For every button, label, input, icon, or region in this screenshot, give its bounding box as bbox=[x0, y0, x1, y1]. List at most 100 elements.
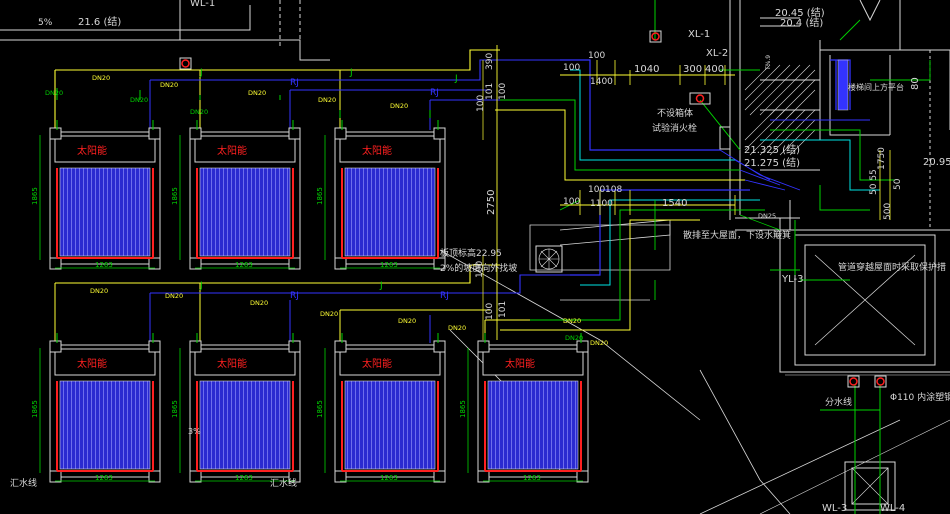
yl3-label: YL-3 bbox=[781, 274, 803, 285]
label-dn20: DN20 bbox=[390, 102, 408, 110]
dim-1750: 1750 bbox=[877, 147, 887, 170]
panel-title: 太阳能 bbox=[217, 144, 247, 157]
panel-bracket bbox=[433, 470, 446, 483]
panel-bracket bbox=[334, 257, 347, 270]
label-dn20: DN20 bbox=[250, 299, 268, 307]
label-dn20: DN20 bbox=[90, 287, 108, 295]
panel-frame bbox=[49, 344, 161, 478]
dim-100-v2: 100 bbox=[498, 83, 508, 100]
panel-header bbox=[339, 348, 441, 376]
label-dn25: DN25 bbox=[758, 212, 776, 220]
panel-title: 太阳能 bbox=[77, 144, 107, 157]
panel-width-label: 1263 bbox=[523, 474, 541, 482]
slope-3: 3% bbox=[188, 427, 201, 436]
panel-bracket bbox=[148, 470, 161, 483]
collector-label: 汇水线 bbox=[10, 477, 37, 489]
hydrant-box bbox=[719, 126, 731, 150]
panel-width-label: 1263 bbox=[380, 474, 398, 482]
pipe-network bbox=[54, 0, 931, 514]
panel-tubes bbox=[59, 167, 151, 257]
panel-bracket bbox=[288, 127, 301, 140]
panel-bracket bbox=[433, 257, 446, 270]
panel-bracket bbox=[148, 340, 161, 353]
panel-frame bbox=[49, 131, 161, 265]
label-rj: RJ bbox=[430, 88, 439, 98]
no-hydrant-box: 不设箱体 bbox=[657, 107, 693, 119]
panel-header bbox=[339, 135, 441, 163]
panel-bracket bbox=[189, 340, 202, 353]
riser-marker bbox=[179, 57, 192, 70]
dim-1040: 1040 bbox=[634, 64, 659, 75]
wl3-label: WL-3 bbox=[822, 503, 847, 514]
riser-marker bbox=[695, 94, 705, 103]
panel-bracket bbox=[49, 257, 62, 270]
panel-header bbox=[54, 348, 156, 376]
panel-height-label: 1865 bbox=[316, 400, 324, 418]
dim-500: 500 bbox=[883, 203, 893, 220]
label-j: J bbox=[349, 68, 353, 78]
panel-title: 太阳能 bbox=[77, 357, 107, 370]
dim-100: 100 bbox=[588, 185, 605, 195]
panel-frame bbox=[477, 344, 589, 478]
panel-bracket bbox=[477, 470, 490, 483]
panel-frame bbox=[189, 344, 301, 478]
panel-title: 太阳能 bbox=[217, 357, 247, 370]
panel-title: 太阳能 bbox=[362, 357, 392, 370]
slope-label: 5% bbox=[38, 18, 53, 28]
label-dn20: DN20 bbox=[92, 74, 110, 82]
dim-tag: T%.9 bbox=[765, 55, 772, 71]
panel-frame bbox=[189, 131, 301, 265]
panel-header bbox=[482, 348, 584, 376]
panel-title: 太阳能 bbox=[505, 357, 535, 370]
riser-marker bbox=[649, 30, 662, 43]
dim-1100: 1100 bbox=[590, 199, 613, 209]
panel-bracket bbox=[576, 470, 589, 483]
panel-height-label: 1865 bbox=[459, 400, 467, 418]
solar-panel-array: 太阳能12631865太阳能12631865太阳能12631865太阳能1263… bbox=[31, 120, 589, 483]
label-dn20: DN20 bbox=[130, 96, 148, 104]
label-j: J bbox=[454, 74, 458, 84]
panel-tubes bbox=[344, 167, 436, 257]
xl1-label: XL-1 bbox=[688, 29, 710, 40]
roof-note-1: 板顶标高22.95 bbox=[440, 247, 502, 259]
dim-400: 400 bbox=[705, 64, 724, 75]
panel-title: 太阳能 bbox=[362, 144, 392, 157]
panel-header bbox=[54, 135, 156, 163]
dim-100-v4: 100 bbox=[485, 303, 495, 320]
panel-height-label: 1865 bbox=[171, 400, 179, 418]
dim-101-v2: 101 bbox=[498, 301, 508, 318]
panel-width-label: 1263 bbox=[235, 474, 253, 482]
test-hydrant: 试验消火栓 bbox=[652, 122, 697, 134]
panel-tubes bbox=[344, 380, 436, 470]
panel-frame bbox=[334, 131, 446, 265]
panel-bracket bbox=[49, 340, 62, 353]
xl2-label: XL-2 bbox=[706, 48, 728, 59]
panel-bracket bbox=[288, 470, 301, 483]
label-j: J bbox=[199, 68, 203, 78]
label-dn20: DN20 bbox=[165, 292, 183, 300]
panel-bracket bbox=[576, 340, 589, 353]
panel-header bbox=[194, 348, 296, 376]
roof-note-2: 2%的坡度向外找坡 bbox=[440, 262, 517, 274]
dim-1400: 1400 bbox=[590, 77, 613, 87]
riser-marker bbox=[689, 92, 711, 105]
riser-marker bbox=[181, 59, 190, 68]
pipe-note: Φ110 内涂塑钢管 bbox=[890, 391, 950, 403]
panel-bracket bbox=[189, 470, 202, 483]
panel-width-label: 1263 bbox=[235, 261, 253, 269]
dim-100-v3: 100 bbox=[475, 261, 485, 278]
panel-height-label: 1865 bbox=[171, 187, 179, 205]
riser-markers bbox=[179, 30, 887, 388]
riser-marker bbox=[849, 377, 858, 386]
panel-height-label: 1865 bbox=[31, 400, 39, 418]
dim-100: 100 bbox=[563, 63, 580, 73]
panel-bracket bbox=[477, 340, 490, 353]
label-dn20: DN20 bbox=[320, 310, 338, 318]
level-r2: 20.4 (结) bbox=[780, 16, 823, 29]
drain-note: 散排至大屋面，下设水簸箕 bbox=[683, 229, 791, 241]
panel-bracket bbox=[288, 257, 301, 270]
